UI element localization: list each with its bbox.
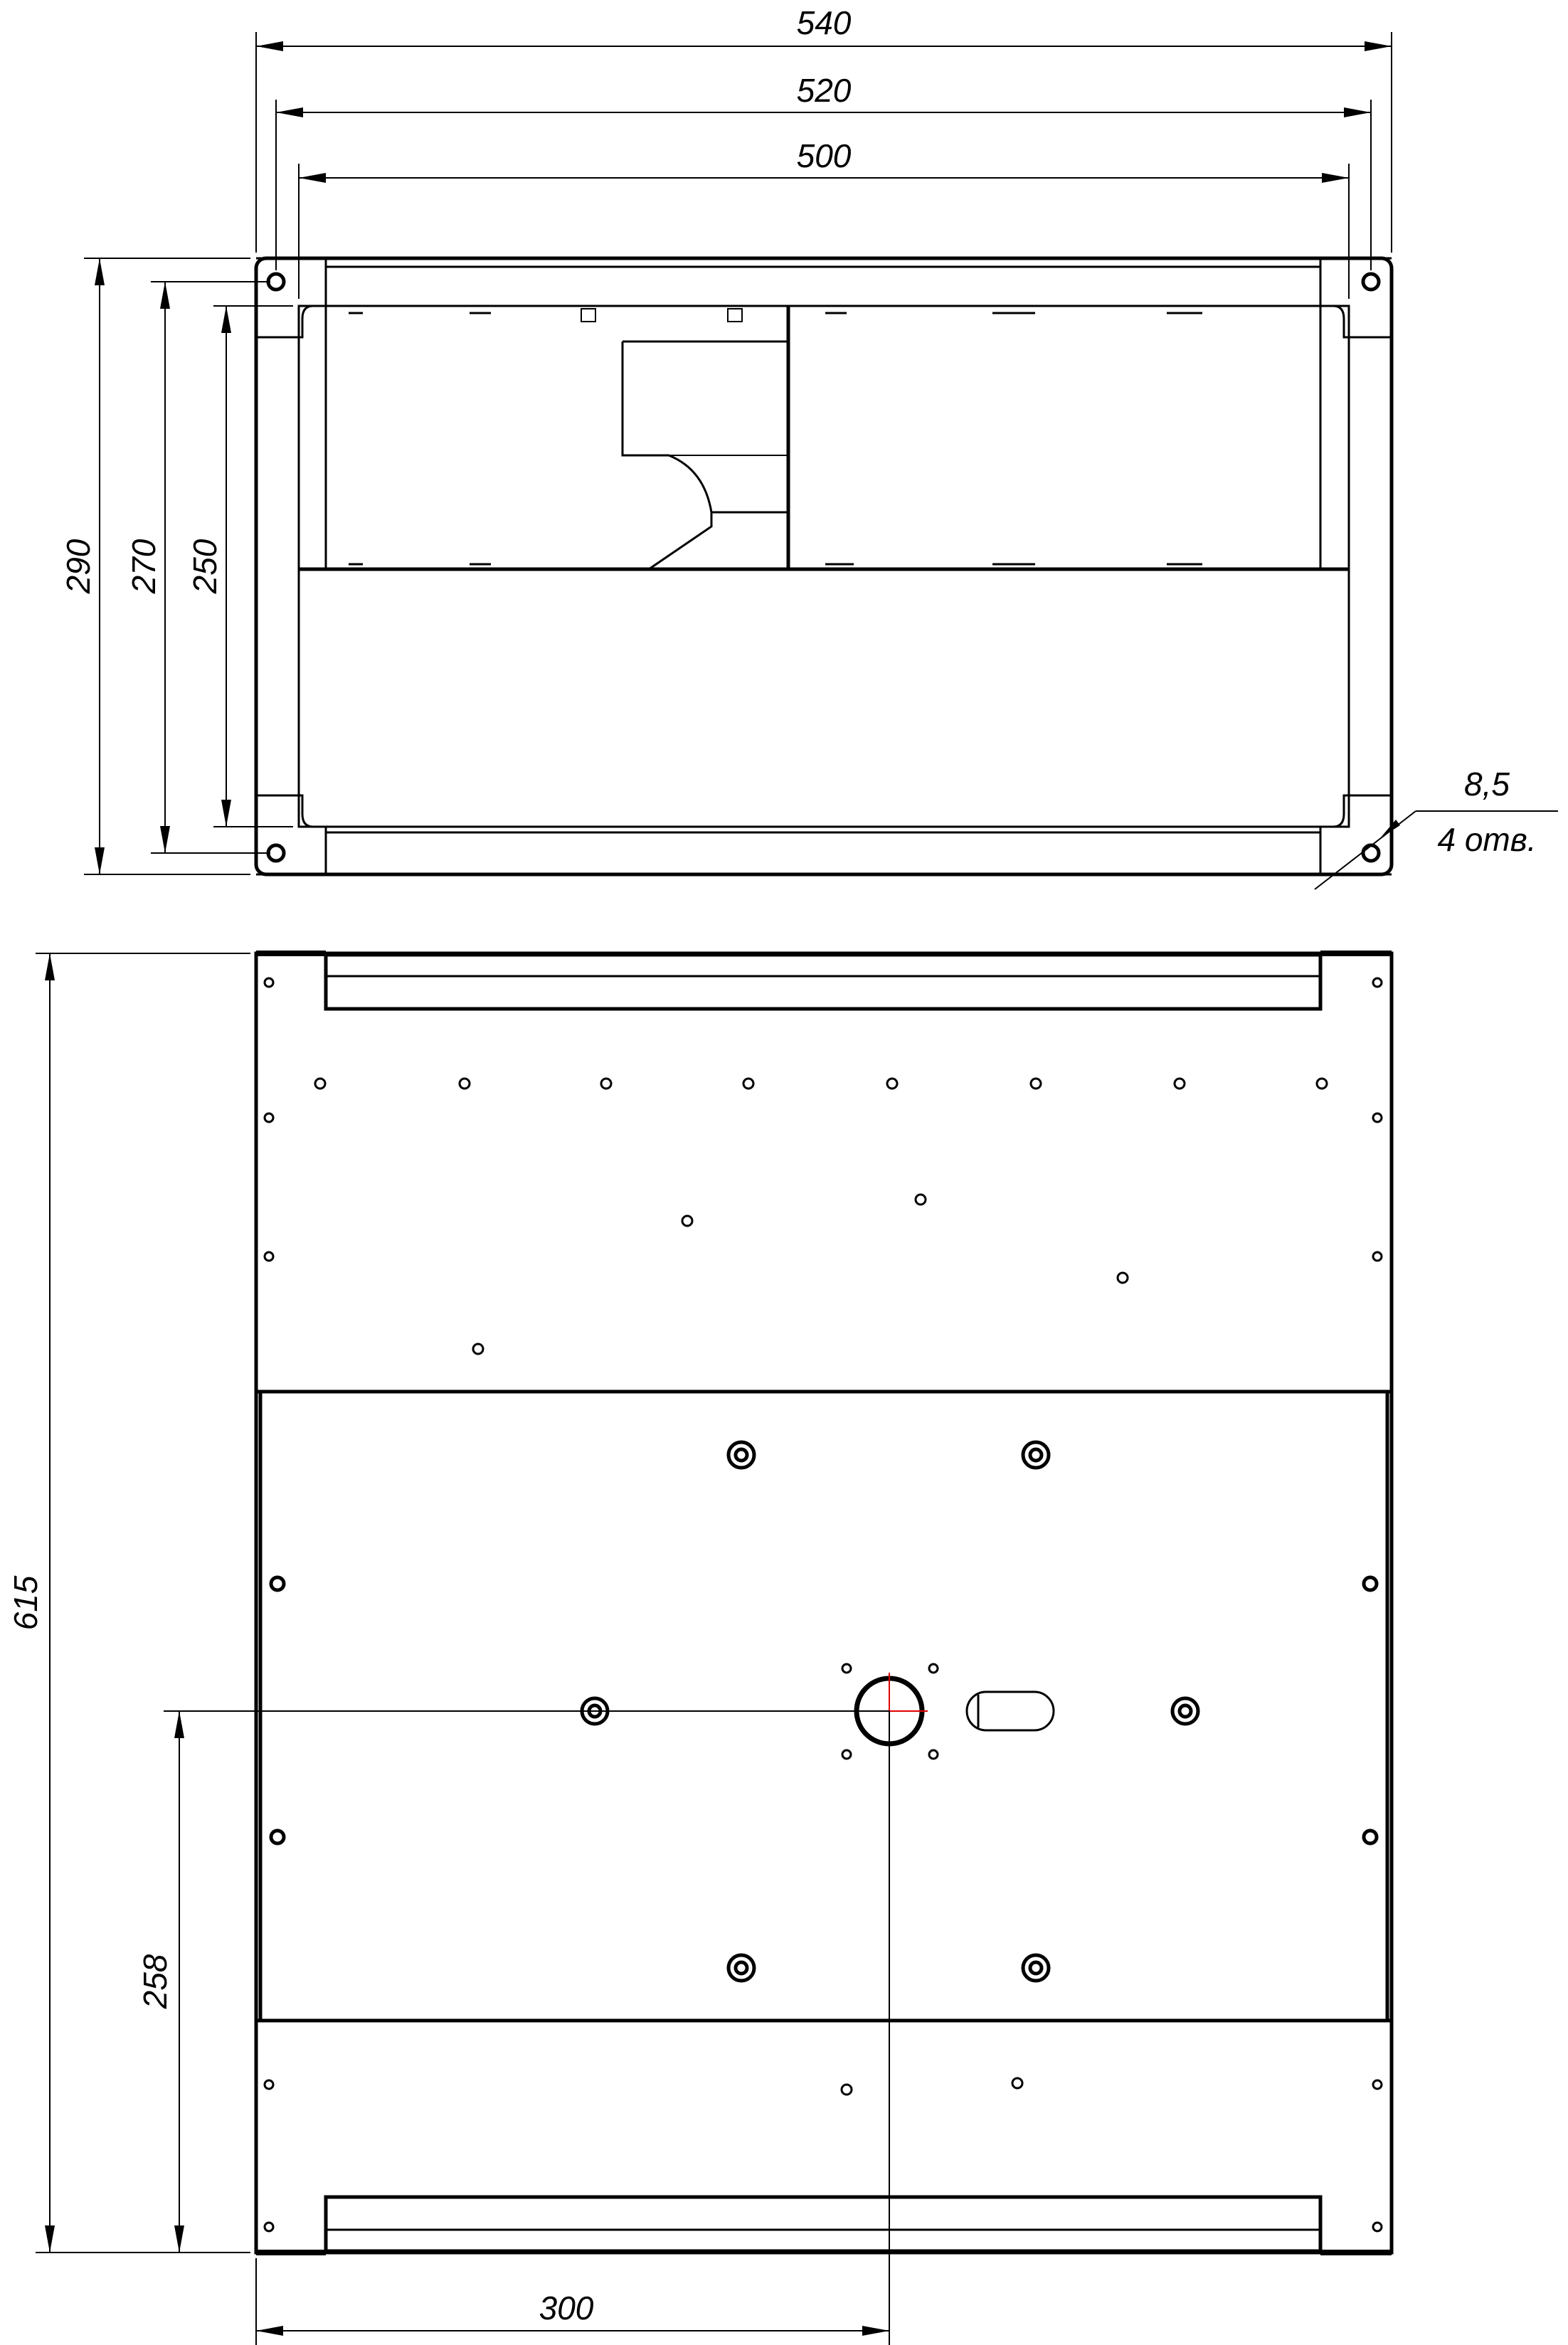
dim-label-615: 615 [7,1575,44,1630]
dimension-300: 300 [255,1711,890,2345]
mounting-hole [266,272,286,292]
mounting-hole [1361,843,1381,863]
dimension-540: 540 [255,4,1392,253]
motor-plate [258,1389,1389,2023]
rail-bottom [256,2195,1392,2255]
hole-callout: 8,5 4 отв. [1314,766,1558,890]
small-holes [263,977,1383,2233]
slot-opening [965,1690,1055,1732]
dim-label-540: 540 [797,4,852,41]
top-view-outline [254,951,1394,2255]
flange-outline [254,256,1394,877]
dim-label-250: 250 [186,539,223,594]
dimension-290: 290 [60,258,250,875]
dim-label-300: 300 [539,2290,594,2327]
dimension-258: 258 [137,1710,889,2253]
dim-label-520: 520 [797,72,852,109]
rail-top [256,951,1392,1011]
dim-label-258: 258 [137,1954,174,2009]
dimension-615: 615 [7,953,250,2253]
front-view: 540 520 500 290 [60,4,1558,890]
dim-label-290: 290 [60,539,97,594]
dimension-270: 270 [125,281,270,854]
fan-housing [621,340,790,571]
dimension-520: 520 [275,72,1372,270]
top-view: 615 258 300 [7,951,1394,2345]
mounting-hole [1361,272,1381,292]
hole-count-label: 4 отв. [1437,821,1536,858]
dimension-500: 500 [298,137,1350,299]
dim-label-500: 500 [797,137,852,174]
dim-label-270: 270 [125,539,162,594]
hole-diameter-label: 8,5 [1464,766,1510,803]
opening-outline [297,305,1350,828]
dimension-250: 250 [186,305,293,827]
corner-pads [256,257,1392,876]
clips [349,308,1202,566]
mounting-hole [266,843,286,863]
